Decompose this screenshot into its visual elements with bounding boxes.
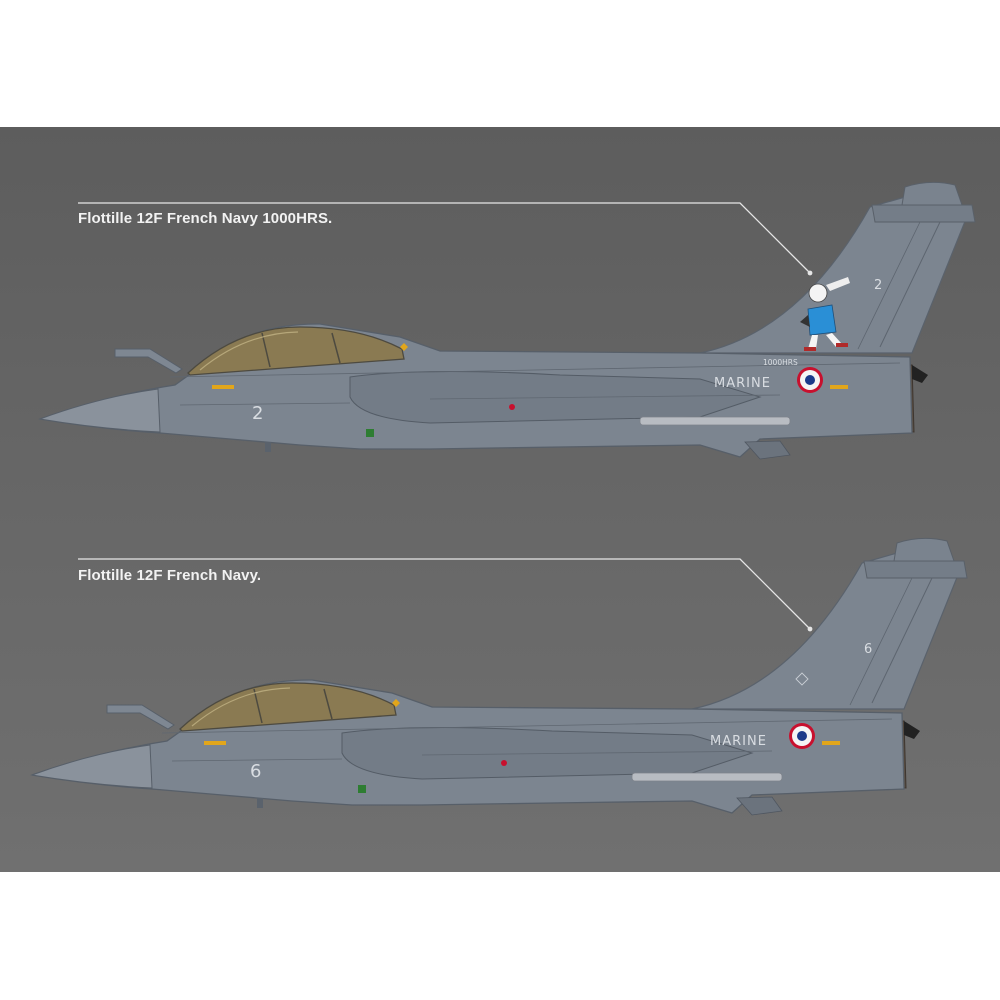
profile-panel: 2 2 MARINE 1000HRS 6 6 MARINE Flottille … xyxy=(0,127,1000,872)
hours-marking: 1000HRS xyxy=(763,358,798,367)
caption-profile-1: Flottille 12F French Navy 1000HRS. xyxy=(78,210,333,227)
fuselage-number: 6 xyxy=(250,761,261,782)
caption-profile-2: Flottille 12F French Navy. xyxy=(78,567,262,584)
aircraft-profiles: 2 2 MARINE 1000HRS 6 6 MARINE xyxy=(31,181,976,816)
mascot-emblem xyxy=(800,277,850,351)
aircraft-profile-2: 6 6 MARINE xyxy=(31,537,968,816)
tail-number: 6 xyxy=(864,642,872,657)
marine-marking: MARINE xyxy=(714,376,771,391)
aircraft-profile-1: 2 2 MARINE 1000HRS xyxy=(39,181,976,460)
tail-number: 2 xyxy=(874,278,882,293)
tail-emblem xyxy=(795,672,809,686)
fuselage-number: 2 xyxy=(252,403,263,424)
marine-marking: MARINE xyxy=(710,734,767,749)
